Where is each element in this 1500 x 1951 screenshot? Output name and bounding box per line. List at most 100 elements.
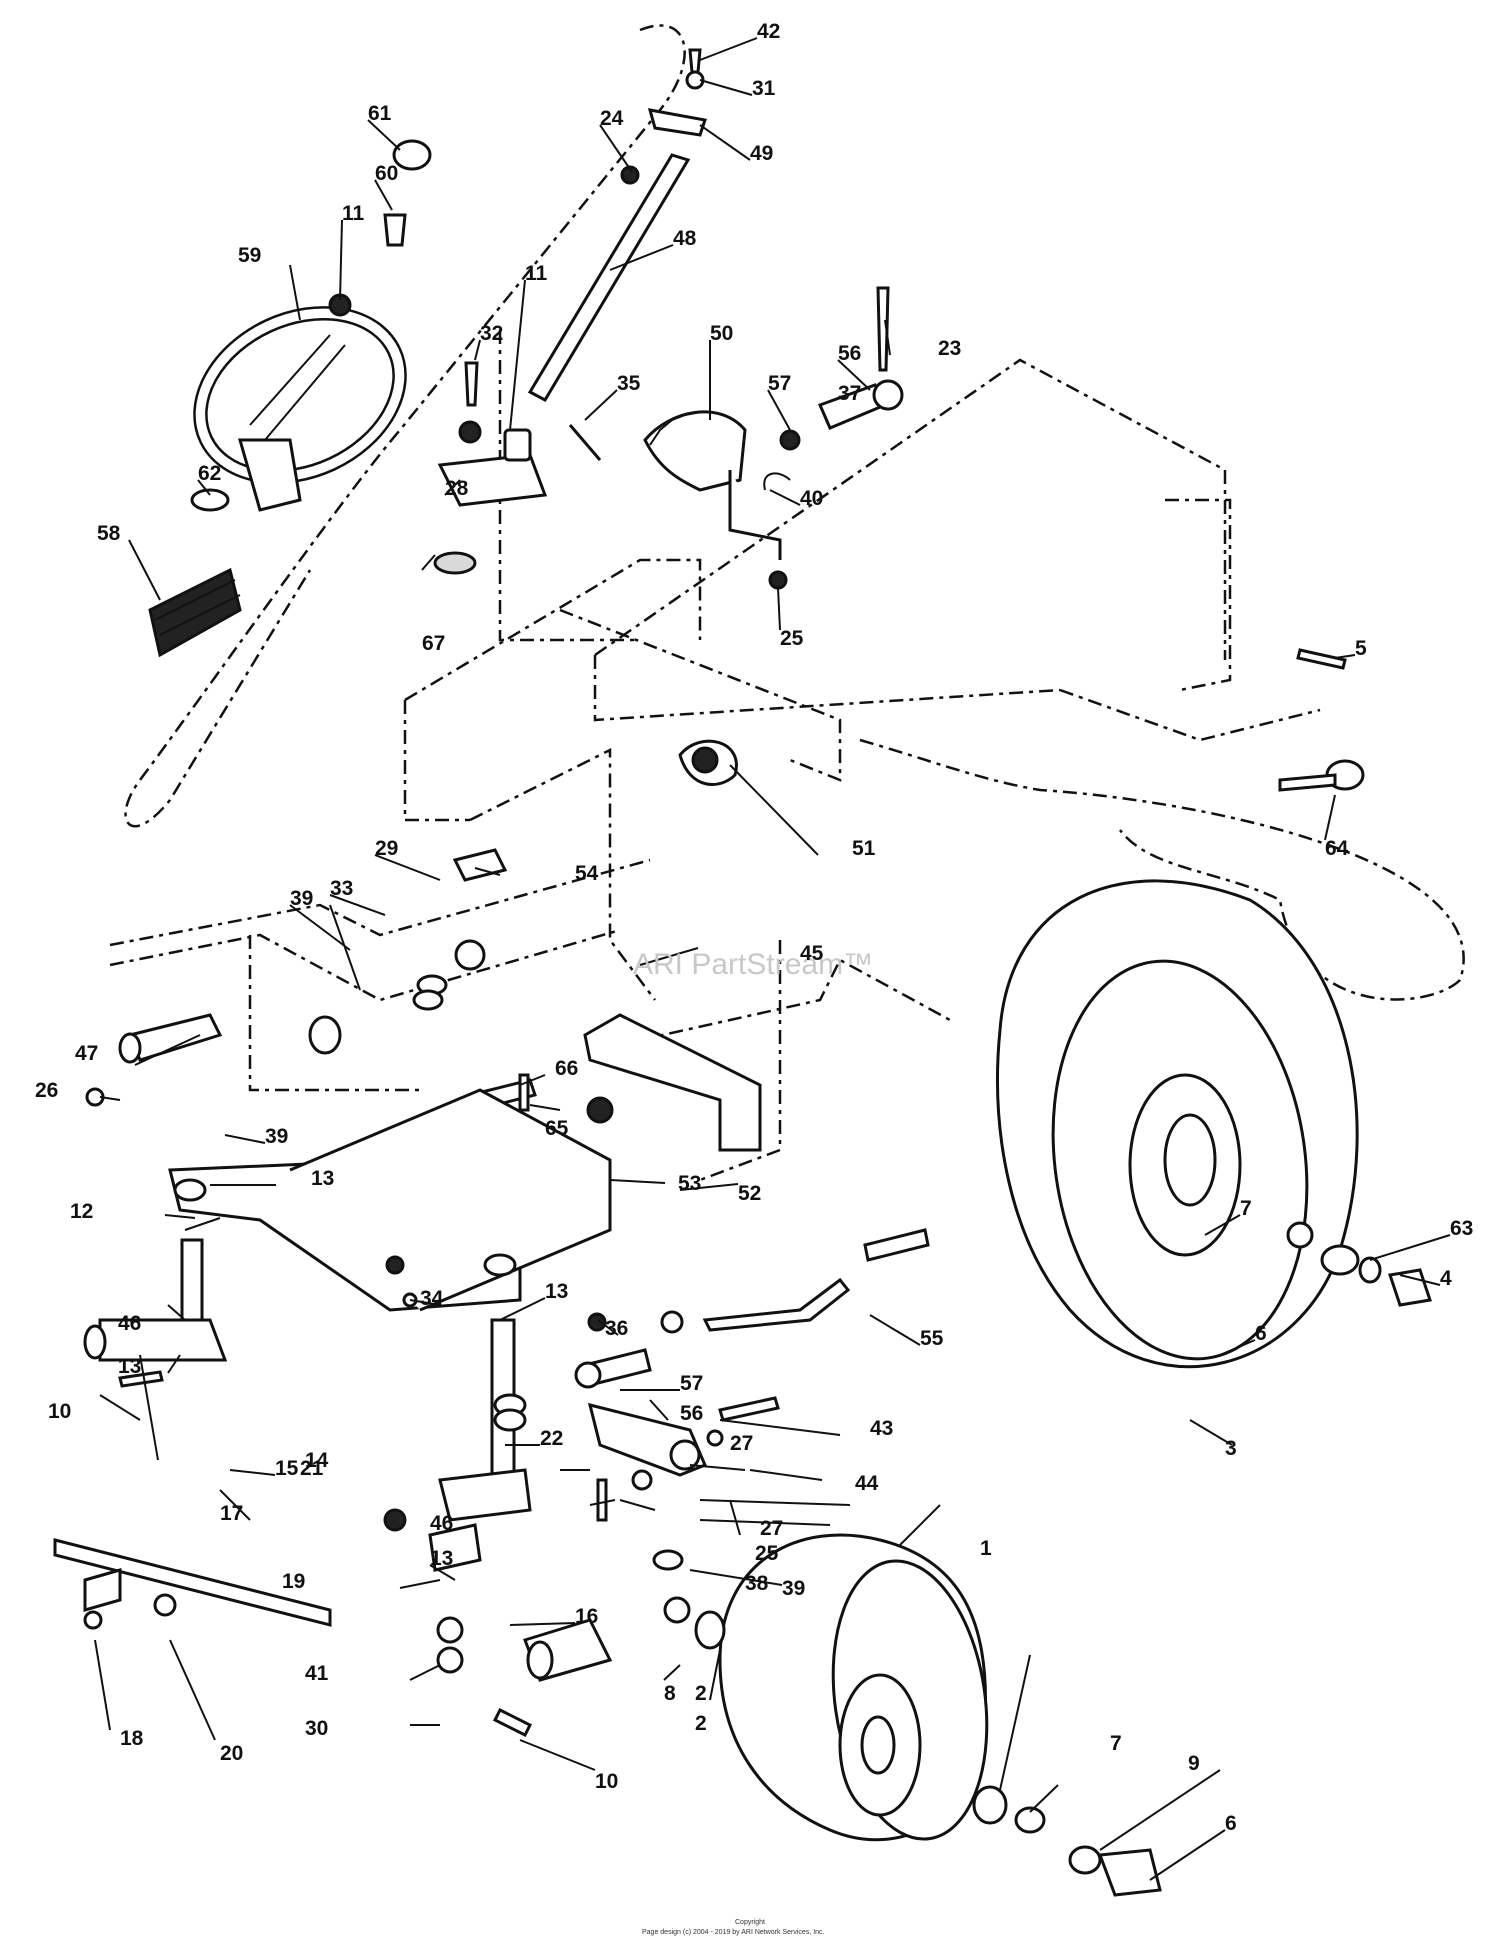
callout-13: 13: [545, 1280, 568, 1303]
callout-66: 66: [555, 1057, 578, 1080]
callout-14: 14: [305, 1449, 329, 1472]
exploded-assembly-path: [124, 24, 1465, 1001]
callout-11: 11: [525, 262, 548, 285]
callout-41: 41: [305, 1662, 329, 1685]
callout-56: 56: [680, 1402, 703, 1425]
callout-10: 10: [595, 1770, 618, 1793]
callout-30: 30: [305, 1717, 328, 1740]
callout-67: 67: [422, 632, 445, 655]
callout-45: 45: [800, 942, 824, 965]
steering-wheel: [193, 306, 407, 512]
callout-60: 60: [375, 162, 398, 185]
callout-2: 2: [695, 1712, 707, 1735]
callout-57: 57: [680, 1372, 703, 1395]
callout-65: 65: [545, 1117, 569, 1140]
callout-5: 5: [1355, 637, 1367, 660]
callout-6: 6: [1255, 1322, 1267, 1345]
callout-11: 11: [342, 202, 365, 225]
cap-and-hardware: [190, 139, 432, 512]
callout-39: 39: [290, 887, 313, 910]
tie-rod-upper: [779, 286, 904, 451]
callout-26: 26: [35, 1079, 58, 1102]
callout-15: 15: [275, 1457, 299, 1480]
callout-24: 24: [600, 107, 624, 130]
footer-copyright: Copyright: [735, 1919, 765, 1926]
callout-28: 28: [445, 477, 469, 500]
callout-34: 34: [420, 1287, 444, 1310]
callout-33: 33: [330, 877, 353, 900]
callout-4: 4: [1440, 1267, 1452, 1290]
callout-55: 55: [920, 1327, 944, 1350]
leader-lines: [94, 37, 1451, 1881]
callout-17: 17: [220, 1502, 243, 1525]
callout-3: 3: [1225, 1437, 1237, 1460]
callout-6: 6: [1225, 1812, 1237, 1835]
callout-64: 64: [1325, 837, 1349, 860]
callout-8: 8: [664, 1682, 676, 1705]
callout-38: 38: [745, 1572, 769, 1595]
tie-rod-lower: [53, 1508, 407, 1630]
pivot-pin: [85, 1013, 342, 1107]
callout-2: 2: [695, 1682, 707, 1705]
callout-22: 22: [540, 1427, 563, 1450]
callout-50: 50: [710, 322, 733, 345]
callout-35: 35: [617, 372, 641, 395]
callout-7: 7: [1240, 1197, 1252, 1220]
callout-46: 46: [118, 1312, 141, 1335]
callout-10: 10: [48, 1400, 71, 1423]
callout-39: 39: [782, 1577, 805, 1600]
callout-39: 39: [265, 1125, 288, 1148]
callout-1: 1: [980, 1537, 992, 1560]
front-wheel: [663, 1533, 1162, 1897]
callout-43: 43: [870, 1417, 893, 1440]
sector-gear: [643, 410, 791, 590]
callout-32: 32: [480, 322, 503, 345]
callout-44: 44: [855, 1472, 879, 1495]
shaft-support: [433, 361, 602, 575]
rear-wheel: [996, 648, 1432, 1369]
callout-20: 20: [220, 1742, 243, 1765]
callout-56: 56: [838, 342, 861, 365]
watermark: ARI PartStream™: [633, 948, 873, 981]
callout-25: 25: [780, 627, 804, 650]
callout-58: 58: [97, 522, 121, 545]
callout-59: 59: [238, 244, 261, 267]
callout-21: 21: [300, 1457, 324, 1480]
callout-47: 47: [75, 1042, 98, 1065]
callout-13: 13: [118, 1355, 141, 1378]
callout-42: 42: [757, 20, 780, 43]
callout-37: 37: [838, 382, 861, 405]
callout-53: 53: [678, 1172, 701, 1195]
callout-19: 19: [282, 1570, 305, 1593]
callout-51: 51: [852, 837, 876, 860]
callout-9: 9: [1188, 1752, 1200, 1775]
callout-13: 13: [311, 1167, 334, 1190]
spindle-right: [428, 1318, 613, 1738]
footer-page-design: Page design (c) 2004 - 2019 by ARI Netwo…: [642, 1929, 825, 1936]
bushing-lower: [678, 739, 738, 787]
callout-49: 49: [750, 142, 773, 165]
drag-link: [574, 1228, 930, 1389]
steering-arm: [587, 1396, 780, 1571]
callout-54: 54: [575, 862, 599, 885]
callout-12: 12: [70, 1200, 93, 1223]
callout-13: 13: [430, 1547, 453, 1570]
spindle-left: [83, 1238, 228, 1388]
callout-27: 27: [730, 1432, 753, 1455]
front-axle: [168, 1088, 612, 1312]
callout-25: 25: [755, 1542, 779, 1565]
callout-36: 36: [605, 1317, 628, 1340]
pivot-hardware: [412, 848, 508, 1011]
callout-23: 23: [938, 337, 961, 360]
callout-63: 63: [1450, 1217, 1473, 1240]
callout-40: 40: [800, 487, 823, 510]
frame-outline: [109, 358, 1321, 1182]
callout-61: 61: [368, 102, 392, 125]
callout-62: 62: [198, 462, 221, 485]
steering-shaft: [527, 48, 707, 402]
callout-57: 57: [768, 372, 791, 395]
callout-48: 48: [673, 227, 697, 250]
callout-16: 16: [575, 1605, 598, 1628]
steering-boot: [148, 567, 242, 658]
callout-7: 7: [1110, 1732, 1122, 1755]
